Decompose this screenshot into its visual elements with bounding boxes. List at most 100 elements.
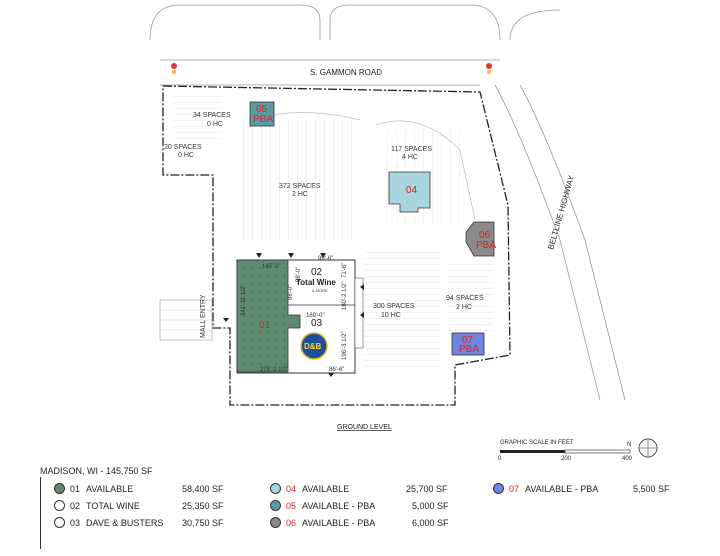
legend-num: 04 (286, 484, 297, 494)
pad-05 (249, 101, 275, 127)
traffic-signal-west (171, 63, 177, 74)
entrance-markers (223, 253, 364, 377)
parking-300: 300 SPACES (373, 303, 415, 310)
svg-text:GRAPHIC SCALE IN FEET: GRAPHIC SCALE IN FEET (500, 440, 574, 446)
parking-372: 372 SPACES (279, 183, 321, 190)
legend-item-05: 05 AVAILABLE - PBA 5,000 SF (270, 500, 450, 514)
svg-text:196'-3 1/2": 196'-3 1/2" (342, 331, 348, 360)
legend-label: AVAILABLE - PBA (525, 484, 599, 494)
legend-label: TOTAL WINE (86, 501, 140, 511)
legend-num: 06 (286, 518, 297, 528)
svg-text:0: 0 (498, 456, 502, 460)
property-boundary (162, 85, 511, 406)
pad-05-tag: PBA (253, 114, 273, 125)
mall-entry-walk (159, 299, 213, 341)
legend-sf: 30,750 SF (182, 518, 224, 528)
north-arrow: N (627, 438, 658, 458)
svg-text:169'-0": 169'-0" (306, 313, 325, 319)
legend-swatch (270, 500, 281, 511)
parking-20: 20 SPACES (164, 144, 202, 151)
road-linework (149, 4, 626, 401)
pad-07 (451, 332, 485, 356)
legend-label: DAVE & BUSTERS (86, 518, 164, 528)
svg-text:N: N (627, 442, 631, 448)
suite-01-num: 01 (259, 320, 271, 331)
svg-text:& MORE: & MORE (312, 288, 328, 293)
legend-label: AVAILABLE (302, 484, 350, 494)
svg-text:D&B: D&B (304, 342, 322, 351)
parking-94: 94 SPACES (446, 295, 484, 302)
legend-swatch (493, 483, 504, 494)
svg-text:71'-6": 71'-6" (342, 263, 348, 278)
legend-swatch (270, 483, 281, 494)
legend-title: MADISON, WI - 145,750 SF (40, 466, 153, 476)
legend-label: AVAILABLE - PBA (302, 518, 376, 528)
legend-item-01: 01 AVAILABLE 58,400 SF (54, 483, 234, 497)
traffic-signal-east (486, 63, 492, 74)
road-label-gammon: S. GAMMON ROAD (310, 68, 382, 77)
svg-text:180'-2 1/2": 180'-2 1/2" (342, 281, 348, 310)
legend-bar (40, 477, 41, 549)
suite-02-num: 02 (311, 267, 323, 278)
legend-item-02: 02 TOTAL WINE 25,350 SF (54, 500, 234, 514)
legend-num: 05 (286, 501, 297, 511)
pad-06 (465, 221, 495, 257)
svg-text:145'-0": 145'-0" (262, 264, 281, 270)
dimension-labels: 145'-0" 99'-6" 58'-0" 71'-6" 88'-0" 169'… (241, 256, 348, 373)
legend-swatch (54, 500, 65, 511)
svg-text:278'-2 1/2": 278'-2 1/2" (260, 367, 289, 373)
parking-117-hc: 4 HC (402, 154, 418, 161)
legend-label: AVAILABLE - PBA (302, 501, 376, 511)
main-building (236, 259, 364, 374)
parking-34-hc: 0 HC (207, 121, 223, 128)
parking-372-hc: 2 HC (292, 191, 308, 198)
pad-04 (388, 171, 431, 213)
legend-item-04: 04 AVAILABLE 25,700 SF (270, 483, 450, 497)
mall-entry-label: MALL ENTRY (200, 294, 207, 338)
legend-swatch (54, 483, 65, 494)
legend-sf: 25,700 SF (406, 484, 448, 494)
parking-300-hc: 10 HC (381, 312, 401, 319)
legend-num: 02 (70, 501, 81, 511)
svg-text:200: 200 (561, 456, 572, 460)
road-label-beltline: BELTLINE HIGHWAY (546, 174, 576, 251)
legend-swatch (54, 517, 65, 528)
legend-label: AVAILABLE (86, 484, 134, 494)
legend-num: 07 (509, 484, 520, 494)
pad-04-num: 04 (406, 185, 418, 196)
pad-05-num: 05 (256, 104, 268, 115)
parking-fields (172, 95, 493, 368)
svg-text:58'-0": 58'-0" (296, 267, 302, 282)
svg-text:88'-0": 88'-0" (288, 285, 294, 300)
svg-text:Total Wine: Total Wine (296, 278, 336, 287)
parking-20-hc: 0 HC (178, 152, 194, 159)
graphic-scale: GRAPHIC SCALE IN FEET 0 200 400 (498, 440, 633, 460)
parking-34: 34 SPACES (193, 112, 231, 119)
legend-item-03: 03 DAVE & BUSTERS 30,750 SF (54, 517, 234, 531)
legend-num: 03 (70, 518, 81, 528)
legend-sf: 5,000 SF (412, 501, 449, 511)
svg-text:400: 400 (622, 456, 633, 460)
parking-94-hc: 2 HC (456, 304, 472, 311)
suite-03-num: 03 (311, 318, 323, 329)
legend-sf: 5,500 SF (633, 484, 670, 494)
svg-text:86'-6": 86'-6" (329, 367, 344, 373)
total-wine-logo: Total Wine & MORE (296, 278, 336, 293)
pad-07-num: 07 (462, 335, 474, 346)
site-plan-map: Total Wine & MORE D&B S. GAMMON ROAD BEL… (149, 4, 658, 460)
legend: MADISON, WI - 145,750 SF 01 AVAILABLE 58… (40, 466, 680, 551)
svg-text:341'-11 1/2": 341'-11 1/2" (241, 284, 247, 316)
pad-06-num: 06 (479, 230, 491, 241)
legend-sf: 25,350 SF (182, 501, 224, 511)
parking-117: 117 SPACES (391, 146, 432, 153)
pad-06-tag: PBA (476, 240, 496, 251)
dave-busters-logo: D&B (300, 332, 328, 360)
legend-item-07: 07 AVAILABLE - PBA 5,500 SF (493, 483, 678, 497)
legend-sf: 6,000 SF (412, 518, 449, 528)
ground-level-label: GROUND LEVEL (337, 424, 392, 431)
legend-item-06: 06 AVAILABLE - PBA 6,000 SF (270, 517, 450, 531)
svg-text:99'-6": 99'-6" (318, 256, 333, 262)
pad-07-tag: PBA (459, 344, 479, 355)
legend-num: 01 (70, 484, 81, 494)
legend-sf: 58,400 SF (182, 484, 224, 494)
